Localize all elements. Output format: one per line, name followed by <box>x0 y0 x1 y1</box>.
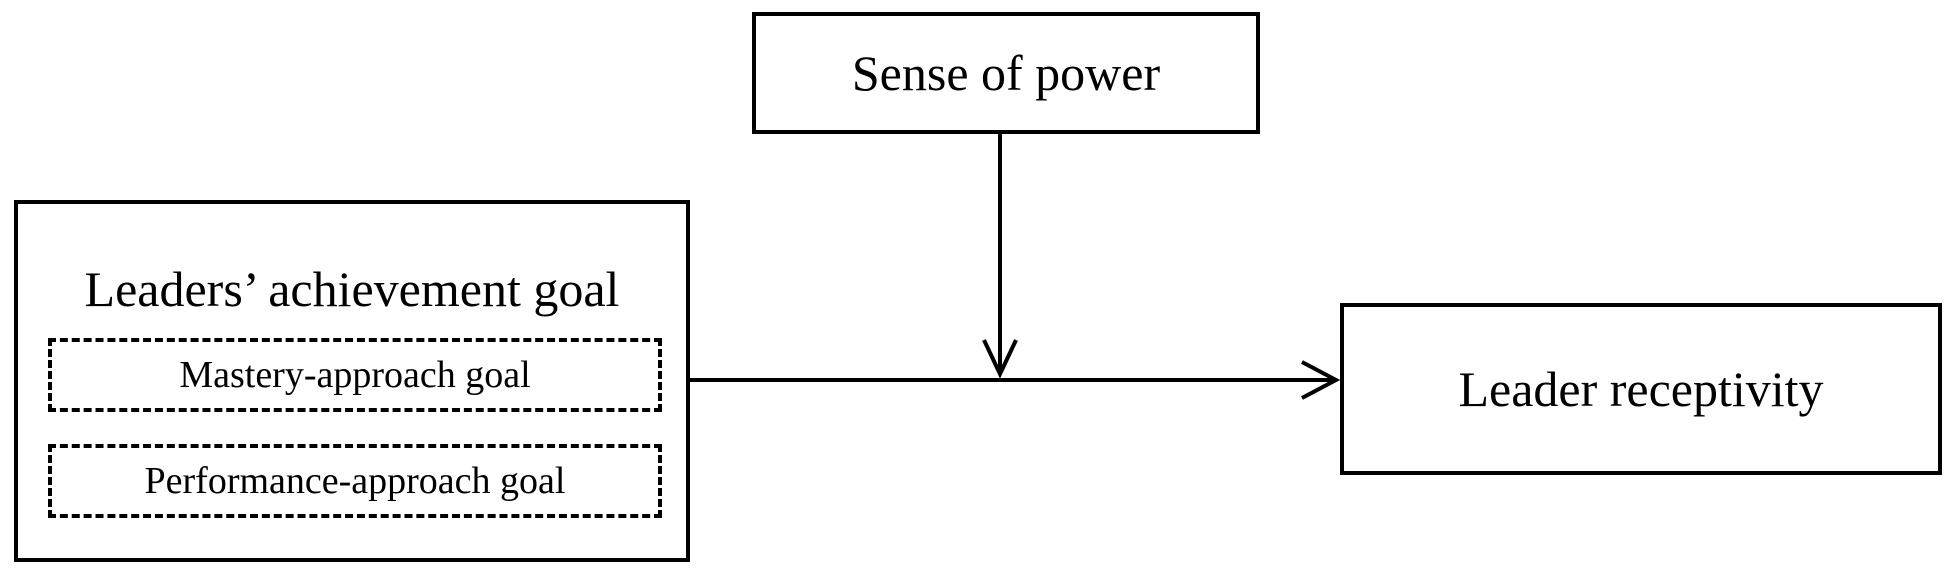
performance-approach-goal-box: Performance-approach goal <box>48 444 662 518</box>
achievement-goal-box: Leaders’ achievement goal Mastery-approa… <box>14 200 690 562</box>
achievement-goal-title: Leaders’ achievement goal <box>84 261 620 317</box>
sense-of-power-label: Sense of power <box>851 45 1161 101</box>
performance-approach-goal-label: Performance-approach goal <box>144 460 566 502</box>
mastery-approach-goal-label: Mastery-approach goal <box>179 354 531 396</box>
mastery-approach-goal-box: Mastery-approach goal <box>48 338 662 412</box>
main-path-arrowhead <box>1301 360 1341 400</box>
leader-receptivity-box: Leader receptivity <box>1340 303 1942 475</box>
sense-of-power-box: Sense of power <box>752 12 1260 134</box>
leader-receptivity-label: Leader receptivity <box>1458 361 1824 417</box>
moderator-path-arrowhead <box>982 339 1018 379</box>
